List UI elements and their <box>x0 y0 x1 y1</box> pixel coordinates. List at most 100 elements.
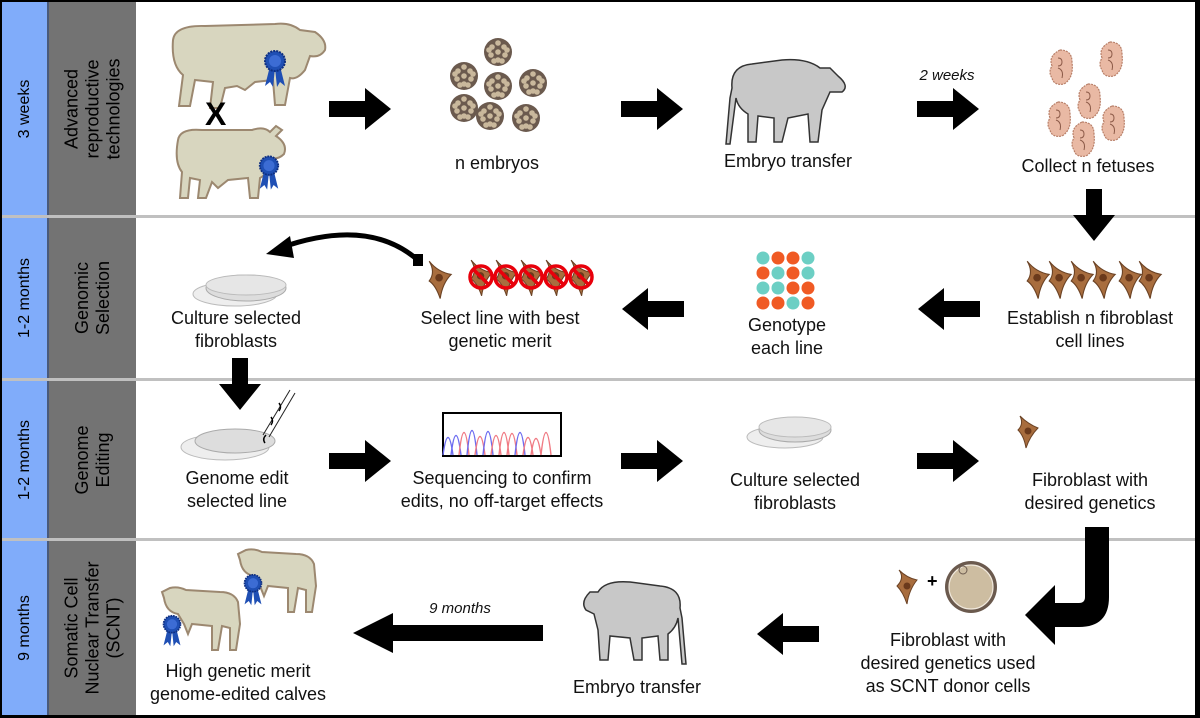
fetus <box>1049 49 1073 85</box>
row-divider <box>2 215 1195 218</box>
rejected-cell <box>568 259 594 296</box>
blue-ribbon-icon <box>243 573 263 606</box>
select-line-icon <box>428 259 594 299</box>
arrow-label: 2 weeks <box>919 67 975 84</box>
arrow-right <box>621 440 683 482</box>
hook-arrow-down-left <box>1025 527 1109 645</box>
genotype-dot <box>801 296 815 310</box>
rejected-cell <box>493 259 519 296</box>
embryo <box>450 62 478 90</box>
embryos-icon <box>450 38 547 132</box>
arrow-left <box>918 288 980 330</box>
fetus <box>1071 121 1095 157</box>
genotype-dot <box>771 281 785 295</box>
genotype-dot <box>756 251 770 265</box>
cow-icon <box>175 124 286 199</box>
genotype-dot <box>771 266 785 280</box>
prohibit-icon <box>493 264 519 290</box>
arrow-label: 9 months <box>429 600 491 617</box>
rejected-cell <box>543 259 569 296</box>
genotype-dot <box>756 266 770 280</box>
sequencing-chromatogram-icon <box>442 412 562 457</box>
embryo <box>512 104 540 132</box>
fetus <box>1047 101 1071 137</box>
chromatogram-peak <box>540 431 552 456</box>
arrow-right <box>621 88 683 130</box>
fibroblast-cell <box>1092 260 1117 299</box>
step-label: Embryo transfer <box>572 677 702 697</box>
genotype-dot <box>771 251 785 265</box>
genotype-dot <box>786 296 800 310</box>
embryo <box>484 72 512 100</box>
petri-dish-icon <box>192 274 287 307</box>
arrow-right <box>917 440 979 482</box>
fibroblast-cell <box>1138 260 1163 299</box>
row-content-2 <box>136 218 1195 378</box>
prohibit-icon <box>468 264 494 290</box>
row-divider <box>2 378 1195 381</box>
row-duration-2: 1-2 months <box>2 218 47 378</box>
fibroblast-cell <box>1048 260 1073 299</box>
fetus <box>1077 83 1101 119</box>
step-label: Embryo transfer <box>723 151 853 171</box>
embryo <box>484 38 512 66</box>
genotype-dot <box>801 266 815 280</box>
calf-icon <box>160 586 242 651</box>
genotype-dot <box>756 281 770 295</box>
arrow-left <box>353 613 543 653</box>
arrow-right <box>329 440 391 482</box>
fibroblast-cell <box>1118 260 1143 299</box>
rejected-cell <box>468 259 494 296</box>
fibroblast-cell-lines-icon <box>1026 260 1163 299</box>
recipient-cow-icon <box>725 58 846 145</box>
selected-fibroblast-cell <box>428 260 453 299</box>
step-label: Collect n fetuses <box>1021 156 1155 176</box>
genotype-grid-icon <box>756 251 815 310</box>
embryo <box>450 94 478 122</box>
duration-label: 9 months <box>15 595 33 661</box>
row-duration-1: 3 weeks <box>2 2 47 215</box>
genotype-dot <box>801 251 815 265</box>
petri-dish-icon <box>746 416 832 449</box>
genotype-dot <box>786 281 800 295</box>
arrow-down <box>219 358 261 410</box>
genotype-dot <box>801 281 815 295</box>
blue-ribbon-icon <box>162 614 182 647</box>
fibroblast-cell <box>1026 260 1051 299</box>
prohibit-icon <box>543 264 569 290</box>
plus-symbol: + <box>927 571 938 591</box>
row-duration-3: 1-2 months <box>2 381 47 538</box>
genotype-dot <box>786 251 800 265</box>
fetus <box>1101 105 1125 141</box>
arrow-right <box>917 88 979 130</box>
row-divider <box>2 538 1195 541</box>
embryo <box>519 69 547 97</box>
recipient-cow-icon <box>583 580 687 665</box>
duration-label: 1-2 months <box>15 419 33 500</box>
genotype-dot <box>771 296 785 310</box>
bull-icon <box>171 22 327 109</box>
duration-label: 1-2 months <box>15 257 33 339</box>
fetuses-icon <box>1047 41 1125 157</box>
blue-ribbon-icon <box>258 155 280 190</box>
row-duration-4: 9 months <box>2 541 47 715</box>
arrow-right <box>329 88 391 130</box>
fibroblast-cell <box>1070 260 1095 299</box>
